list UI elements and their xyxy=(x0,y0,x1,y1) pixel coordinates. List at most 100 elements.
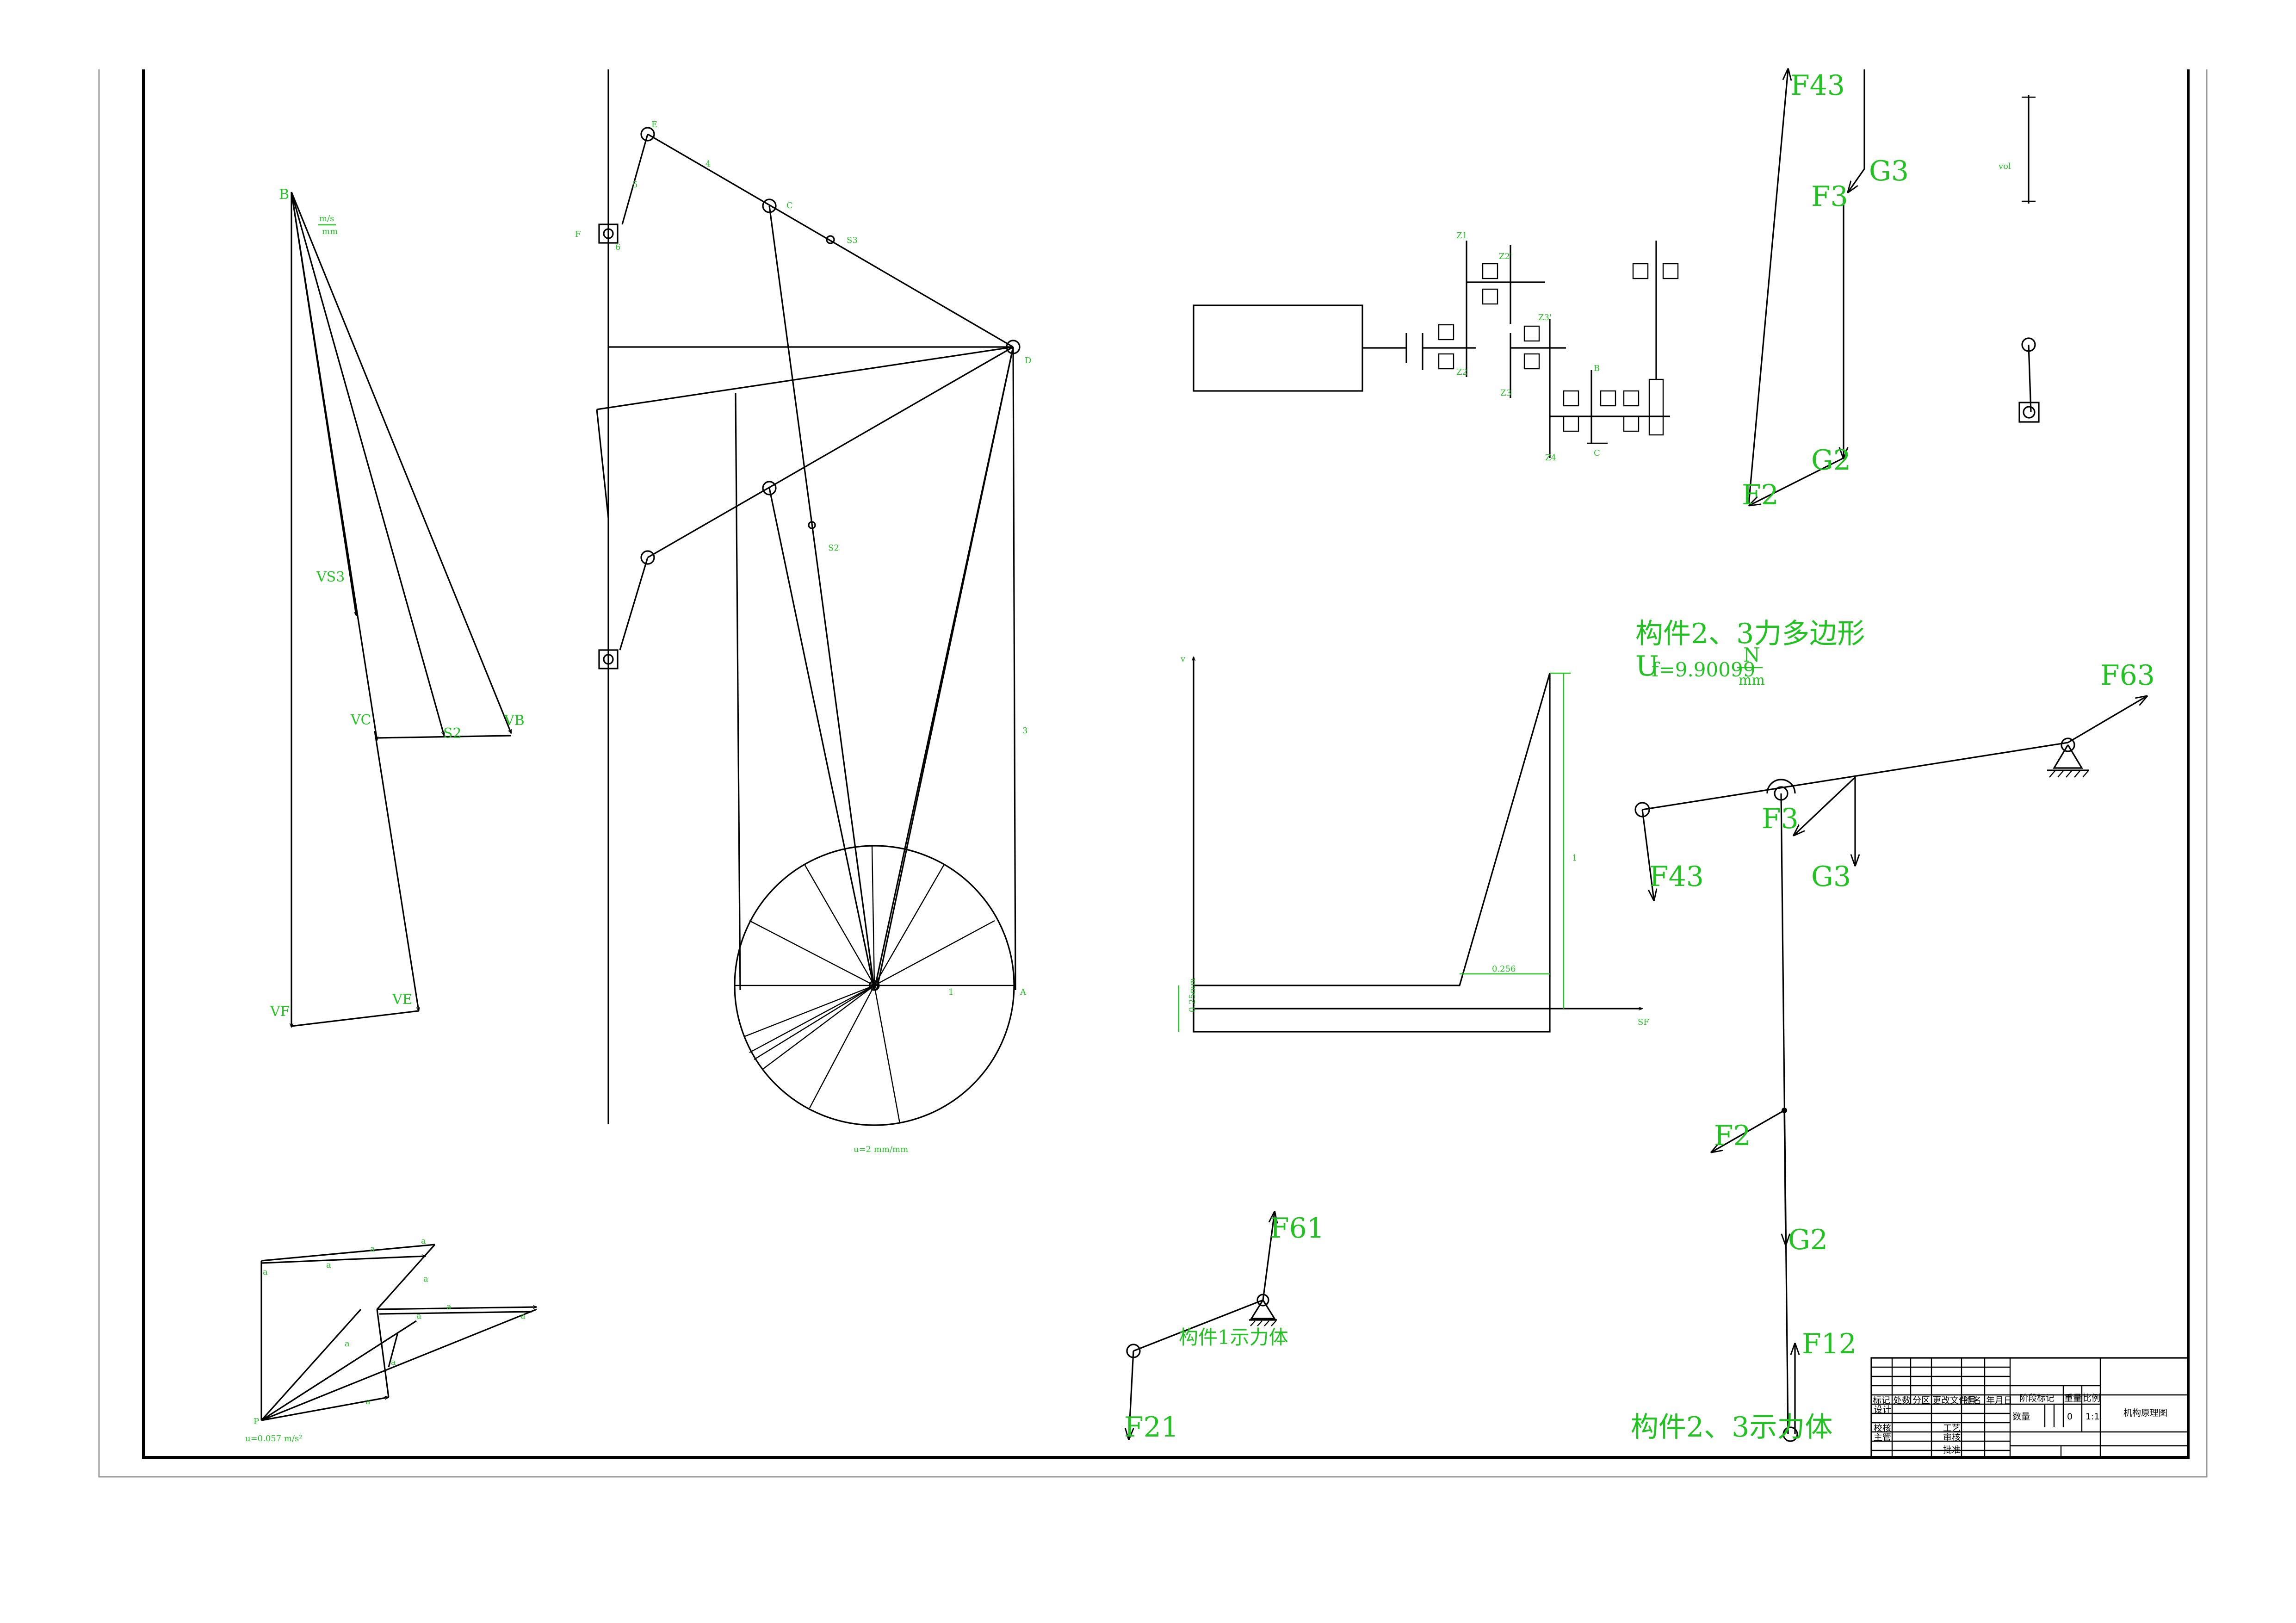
svg-text:SF: SF xyxy=(1638,1017,1649,1027)
svg-text:0.25mm: 0.25mm xyxy=(1188,978,1197,1012)
svg-text:1: 1 xyxy=(1572,853,1577,863)
tb-header-6: 年月日 xyxy=(1986,1395,2012,1406)
s2-mech-label: S2 xyxy=(828,543,839,553)
fbd1-f21-label: F21 xyxy=(1124,1411,1179,1443)
svg-text:D: D xyxy=(1025,356,1031,365)
tb-role-process: 工艺 xyxy=(1943,1423,1961,1433)
s2-velocity-label: S2 xyxy=(443,725,462,742)
fbd-f3-label: F3 xyxy=(1762,803,1799,835)
svg-text:a: a xyxy=(416,1311,421,1321)
svg-text:a: a xyxy=(446,1302,452,1312)
title-block: 标记 处数 分区 更改文件号 签名 年月日 设计 校核 主管 工艺 审核 批准 … xyxy=(1870,1357,2189,1458)
force-polygon: F43 G3 F3 G2 F2 构件2、3力多边形 U f=9.90099 N … xyxy=(1635,69,1909,688)
poly-g3-label: G3 xyxy=(1869,155,1909,187)
svg-text:a: a xyxy=(391,1357,396,1367)
force-scale-den: mm xyxy=(1739,672,1765,688)
gear-c-label: C xyxy=(1594,448,1600,458)
gear-z2-label: Z2 xyxy=(1456,367,1467,377)
tb-header-1: 标记 xyxy=(1873,1395,1890,1406)
gear-train-schematic: Z1 Z2 Z2' Z3 Z3' Z4 B C xyxy=(1193,231,1679,463)
vf-label: VF xyxy=(270,1004,290,1020)
svg-text:6: 6 xyxy=(615,242,620,252)
tb-header-3: 分区 xyxy=(1912,1395,1930,1406)
svg-text:E: E xyxy=(651,120,657,130)
svg-text:a: a xyxy=(520,1311,526,1321)
force-scale-num: N xyxy=(1743,644,1760,666)
point-c-label: C xyxy=(786,201,793,211)
tb-scale-label: 比例 xyxy=(2083,1393,2100,1403)
ve-label: VE xyxy=(392,991,413,1008)
svg-text:u=2 mm/mm: u=2 mm/mm xyxy=(854,1145,908,1154)
tb-count-label: 数量 xyxy=(2012,1412,2030,1422)
tb-role-review: 审核 xyxy=(1943,1432,1961,1443)
velocity-scale-bottom: mm xyxy=(322,227,338,236)
poly-f2-label: F2 xyxy=(1742,479,1779,511)
tb-header-2: 处数 xyxy=(1893,1395,1911,1406)
ground-hatch-left xyxy=(1250,1320,1276,1326)
tb-role-approve: 批准 xyxy=(1943,1445,1961,1455)
vb-label: VB xyxy=(504,712,525,729)
fbd-f12-label: F12 xyxy=(1802,1328,1857,1360)
free-body-2-3: F63 F3 F43 G3 F2 G2 F12 构件2、3示力体 xyxy=(1631,659,2155,1443)
tb-stage-label: 阶段标记 xyxy=(2019,1393,2055,1403)
motor-block xyxy=(1193,304,1363,392)
svg-text:u=0.057 m/s²: u=0.057 m/s² xyxy=(245,1434,303,1443)
vs3-label: VS3 xyxy=(316,569,345,585)
gear-b-label: B xyxy=(1594,364,1600,373)
svg-text:a: a xyxy=(370,1244,375,1254)
linkage-mechanism: E 4 5 F 6 C S3 S2 D 3 1 A u=2 mm/mm xyxy=(575,69,1031,1154)
velocity-pole-label: B xyxy=(279,186,289,203)
acceleration-polygon: a a a a a a a a a a a P u=0.057 m/s² xyxy=(245,1236,537,1443)
svg-text:a: a xyxy=(263,1267,268,1277)
small-detail: vol xyxy=(1998,95,2040,423)
svg-text:3: 3 xyxy=(1022,726,1027,736)
velocity-scale-top: m/s xyxy=(319,214,334,223)
crank-circle-divisions xyxy=(735,845,1014,1124)
svg-text:a: a xyxy=(326,1260,331,1270)
poly-f43-label: F43 xyxy=(1790,69,1845,102)
svg-text:4: 4 xyxy=(706,159,711,169)
tb-role-check: 校核 xyxy=(1874,1423,1891,1433)
gear-z4-label: Z4 xyxy=(1545,453,1556,463)
ground-hatch-right xyxy=(2049,770,2089,778)
tb-drawing-name: 机构原理图 xyxy=(2123,1408,2167,1418)
tb-header-5: 签名 xyxy=(1964,1395,1981,1406)
poly-f3-label: F3 xyxy=(1811,180,1848,213)
svg-text:5: 5 xyxy=(632,180,637,190)
svg-text:v: v xyxy=(1180,654,1186,664)
gear-z3p-label: Z3' xyxy=(1538,313,1552,322)
svg-text:vol: vol xyxy=(1998,161,2011,171)
s3-label: S3 xyxy=(847,235,858,245)
velocity-polygon: B m/s mm VS3 VC S2 VB VF VE xyxy=(270,186,525,1027)
force-polygon-title: 构件2、3力多边形 xyxy=(1635,618,1865,650)
fbd1-f61-label: F61 xyxy=(1270,1212,1324,1245)
sheet-frame xyxy=(98,69,2208,1478)
fbd-f43-label: F43 xyxy=(1649,861,1704,893)
svg-text:F: F xyxy=(575,229,581,239)
free-body-1: F61 F21 构件1示力体 xyxy=(1124,1212,1324,1443)
tb-scale-value: 1:1 xyxy=(2086,1412,2100,1422)
crank-label-1: 1 xyxy=(948,987,953,997)
svg-text:a: a xyxy=(365,1397,371,1406)
fbd-f63-label: F63 xyxy=(2100,659,2155,692)
tb-weight-label: 重量 xyxy=(2064,1393,2082,1403)
fbd-f2-label: F2 xyxy=(1714,1120,1751,1152)
poly-g2-label: G2 xyxy=(1811,444,1851,477)
gear-z2p-label: Z2' xyxy=(1499,252,1512,261)
vc-label: VC xyxy=(350,712,371,728)
svg-text:0.256: 0.256 xyxy=(1492,964,1516,974)
fbd-2-3-caption: 构件2、3示力体 xyxy=(1631,1411,1832,1443)
gear-z3-label: Z3 xyxy=(1500,388,1511,398)
force-scale-prefix: U xyxy=(1635,650,1659,682)
force-scale-value: f=9.90099 xyxy=(1652,658,1755,681)
svg-text:a: a xyxy=(421,1236,426,1246)
tb-header-4: 更改文件号 xyxy=(1932,1395,1976,1406)
tb-role-design: 设计 xyxy=(1874,1405,1891,1415)
tb-role-chief: 主管 xyxy=(1874,1432,1891,1443)
tb-sheet-number: 0 xyxy=(2067,1412,2073,1422)
motion-diagram: 0.256 1 0.25mm v SF xyxy=(1178,654,1649,1033)
svg-text:a: a xyxy=(345,1339,350,1349)
fbd-g2-label: G2 xyxy=(1788,1224,1828,1256)
fbd-g3-label: G3 xyxy=(1811,861,1851,893)
